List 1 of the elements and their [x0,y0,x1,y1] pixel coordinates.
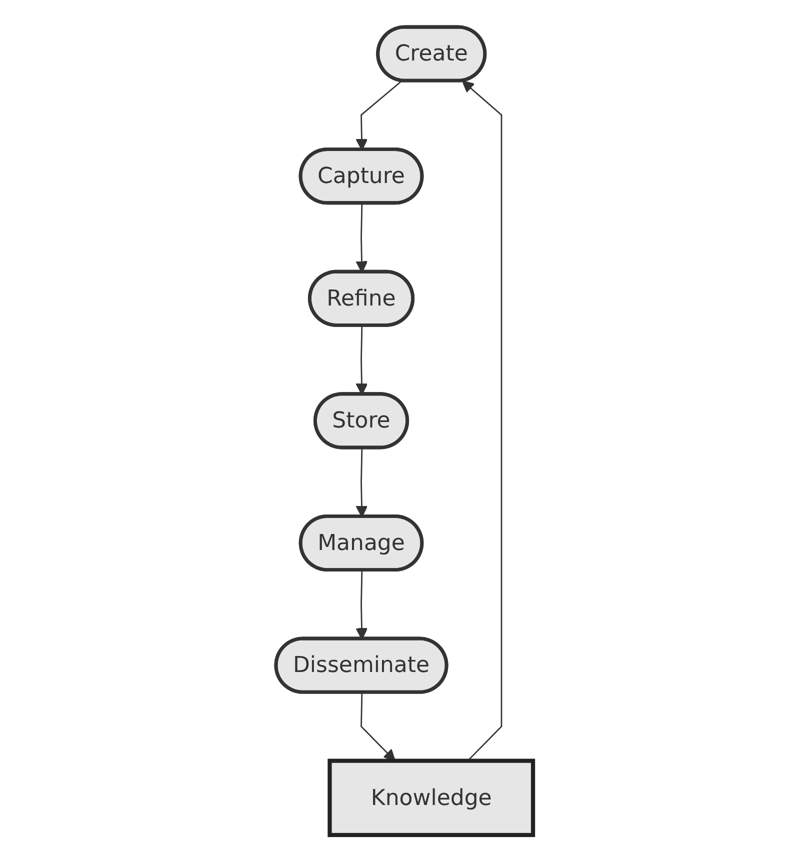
node-box: Knowledge [328,758,536,838]
